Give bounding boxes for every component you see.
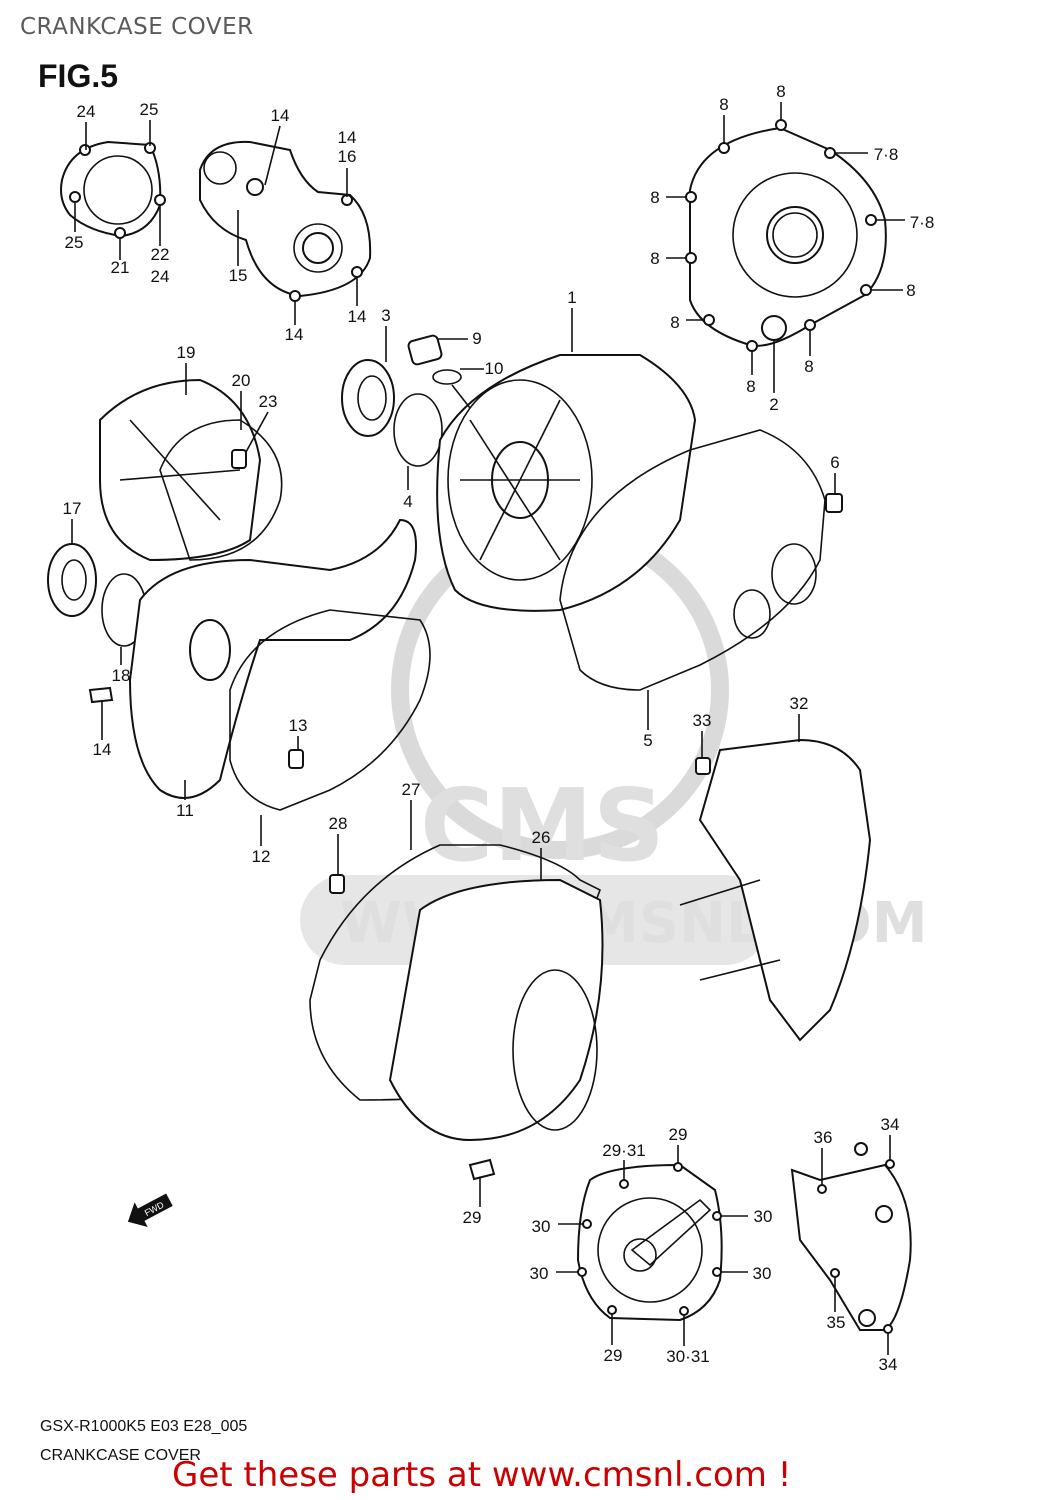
part-label[interactable]: 29 (463, 1208, 482, 1227)
part-starter-cover (576, 1162, 723, 1322)
part-label[interactable]: 34 (881, 1115, 900, 1134)
part-label[interactable]: 33 (693, 711, 712, 730)
buy-parts-link[interactable]: Get these parts at www.cmsnl.com ! (172, 1455, 792, 1495)
part-label[interactable]: 19 (177, 343, 196, 362)
page-title: CRANKCASE COVER (20, 14, 254, 40)
part-label[interactable]: 34 (879, 1355, 898, 1374)
part-label[interactable]: 10 (485, 359, 504, 378)
part-label[interactable]: 11 (176, 801, 194, 820)
part-label[interactable]: 12 (252, 847, 271, 866)
forward-direction-arrow-icon: FWD (127, 1193, 173, 1228)
part-label[interactable]: 25 (140, 100, 159, 119)
part-label[interactable]: 30 (754, 1207, 773, 1226)
part-label[interactable]: 28 (329, 814, 348, 833)
part-label[interactable]: 36 (814, 1128, 833, 1147)
part-clutch-cover (685, 119, 887, 352)
leader-lines (71, 102, 905, 1355)
part-label[interactable]: 14 (348, 307, 367, 326)
part-label[interactable]: 8 (670, 313, 679, 332)
part-label[interactable]: 7·8 (910, 213, 935, 232)
part-label[interactable]: 2 (769, 395, 778, 414)
part-label[interactable]: 14 (271, 106, 290, 125)
part-label[interactable]: 17 (63, 499, 82, 518)
part-label[interactable]: 4 (403, 492, 412, 511)
part-clutch-housing-cover (436, 354, 697, 612)
part-label[interactable]: 7·8 (874, 145, 899, 164)
part-signal-generator-cover (60, 140, 166, 239)
part-label[interactable]: 1 (567, 288, 576, 307)
part-label[interactable]: 14 (93, 740, 112, 759)
part-label[interactable]: 30 (753, 1264, 772, 1283)
part-label[interactable]: 29 (604, 1346, 623, 1365)
part-sprocket-cover (790, 1142, 912, 1334)
watermark-brand: CMS (420, 767, 665, 884)
diagram-name: CRANKCASE COVER (40, 1447, 201, 1464)
part-label[interactable]: 29·31 (602, 1141, 645, 1160)
part-number-labels: 24 25 25 21 22 24 14 14 16 15 14 14 8 8 … (63, 82, 935, 1374)
part-label[interactable]: 24 (77, 102, 96, 121)
part-label[interactable]: 35 (827, 1313, 846, 1332)
part-label[interactable]: 32 (790, 694, 809, 713)
part-label[interactable]: 29 (669, 1125, 688, 1144)
part-label[interactable]: 9 (472, 329, 481, 348)
part-label[interactable]: 14 (338, 128, 357, 147)
part-label[interactable]: 5 (643, 731, 652, 750)
part-label[interactable]: 8 (650, 188, 659, 207)
part-label[interactable]: 26 (532, 828, 551, 847)
part-seals-and-plug (341, 334, 462, 467)
part-label[interactable]: 8 (804, 357, 813, 376)
part-label[interactable]: 22 (151, 245, 170, 264)
part-label[interactable]: 25 (65, 233, 84, 252)
part-generator-cover (309, 844, 604, 1181)
model-code: GSX-R1000K5 E03 E28_005 (40, 1418, 248, 1435)
part-label[interactable]: 24 (151, 267, 170, 286)
part-label[interactable]: 21 (111, 258, 130, 277)
part-label[interactable]: 8 (650, 249, 659, 268)
part-label[interactable]: 16 (338, 147, 357, 166)
part-label[interactable]: 14 (285, 325, 304, 344)
part-label[interactable]: 13 (289, 716, 308, 735)
part-label[interactable]: 15 (229, 266, 248, 285)
part-label[interactable]: 30·31 (666, 1347, 709, 1366)
part-label[interactable]: 8 (776, 82, 785, 101)
part-label[interactable]: 30 (530, 1264, 549, 1283)
part-label[interactable]: 27 (402, 780, 421, 799)
figure-number: FIG.5 (38, 58, 119, 94)
part-label[interactable]: 20 (232, 371, 251, 390)
part-label[interactable]: 18 (112, 666, 131, 685)
part-label[interactable]: 23 (259, 392, 278, 411)
part-label[interactable]: 8 (746, 377, 755, 396)
part-stator-cover-assembly-left (47, 378, 431, 811)
part-bracket (679, 738, 872, 1042)
part-label[interactable]: 6 (830, 453, 839, 472)
part-label[interactable]: 30 (532, 1217, 551, 1236)
part-label[interactable]: 8 (906, 281, 915, 300)
part-label[interactable]: 3 (381, 306, 390, 325)
part-label[interactable]: 8 (719, 95, 728, 114)
part-clutch-cover-gasket (559, 429, 843, 691)
